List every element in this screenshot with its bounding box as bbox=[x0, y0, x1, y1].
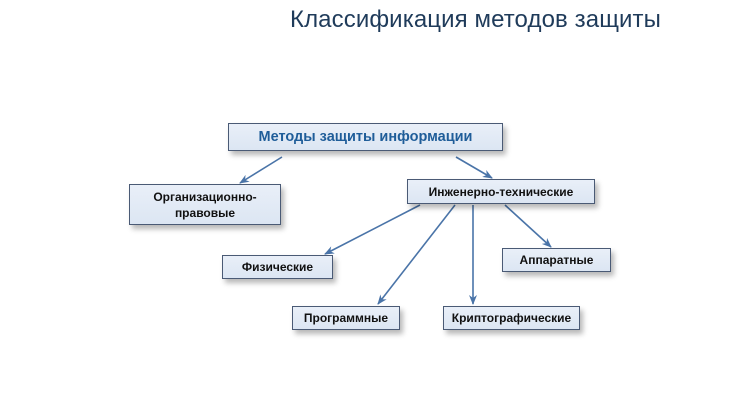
arrow-eng-to-prog bbox=[377, 204, 456, 305]
node-software: Программные bbox=[292, 306, 400, 330]
node-label: Инженерно-технические bbox=[428, 184, 574, 199]
node-cryptographic: Криптографические bbox=[443, 306, 580, 330]
node-organizational-legal: Организационно- правовые bbox=[129, 184, 281, 225]
arrow-root-to-org bbox=[239, 156, 283, 184]
node-label: Физические bbox=[241, 260, 314, 274]
node-label-line1: Организационно- bbox=[153, 189, 257, 204]
slide-title: Классификация методов защиты bbox=[290, 6, 661, 33]
node-hardware: Аппаратные bbox=[502, 248, 611, 272]
node-info-protection-methods: Методы защиты информации bbox=[228, 123, 503, 151]
node-physical: Физические bbox=[222, 255, 333, 279]
node-label-line2: правовые bbox=[174, 205, 236, 220]
arrow-eng-to-hw bbox=[504, 204, 552, 248]
node-label: Криптографические bbox=[451, 311, 572, 325]
arrow-eng-to-phys bbox=[324, 204, 421, 255]
node-label: Программные bbox=[303, 311, 389, 325]
arrow-root-to-eng bbox=[455, 156, 493, 179]
node-label: Методы защиты информации bbox=[258, 129, 473, 145]
node-engineering-technical: Инженерно-технические bbox=[407, 179, 595, 204]
node-label: Аппаратные bbox=[519, 253, 594, 267]
